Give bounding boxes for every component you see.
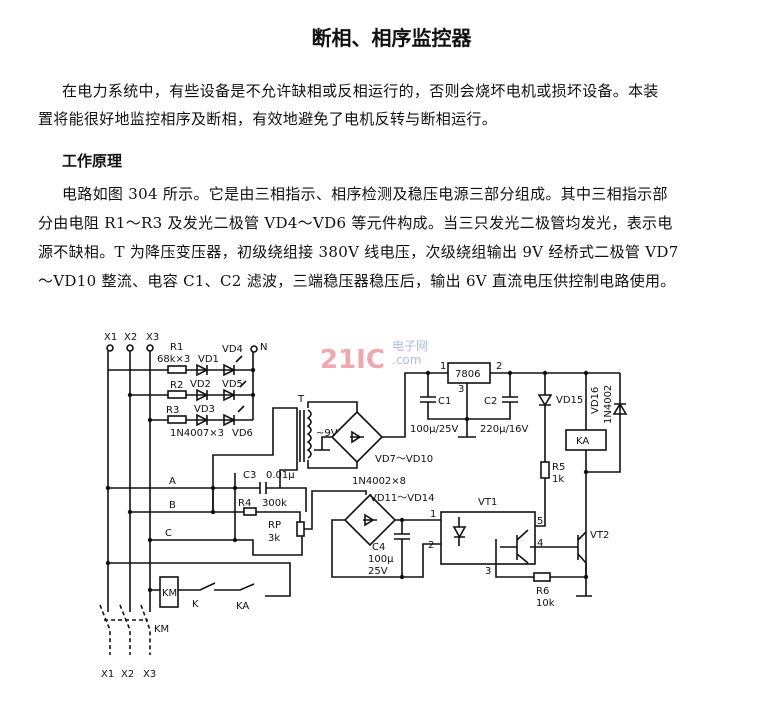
svg-text:25V: 25V: [368, 566, 388, 577]
svg-text:KM: KM: [154, 624, 169, 635]
svg-text:1N4007×3: 1N4007×3: [170, 428, 224, 439]
svg-text:3k: 3k: [268, 533, 280, 544]
svg-text:VD2: VD2: [190, 379, 211, 390]
svg-text:2: 2: [496, 361, 502, 372]
svg-text:300k: 300k: [262, 498, 287, 509]
svg-text:VD6: VD6: [232, 428, 253, 439]
svg-text:VD11～VD14: VD11～VD14: [370, 493, 435, 504]
junction-dots: [105, 367, 589, 593]
svg-text:A: A: [169, 476, 176, 487]
svg-text:3: 3: [485, 566, 491, 577]
svg-text:1k: 1k: [552, 474, 564, 485]
intro-line: 置将能很好地监控相序及断相，有效地避免了电机反转与断相运行。: [38, 110, 498, 128]
svg-text:4: 4: [537, 538, 543, 549]
svg-text:VD7～VD10: VD7～VD10: [375, 454, 433, 465]
svg-text:KM: KM: [162, 588, 177, 599]
svg-text:R4: R4: [238, 498, 251, 509]
svg-text:1N4002×8: 1N4002×8: [352, 476, 406, 487]
body-line: 分由电阻 R1～R3 及发光二极管 VD4～VD6 等元件构成。当三只发光二极管…: [38, 214, 673, 232]
svg-text:3: 3: [458, 384, 464, 395]
svg-text:C1: C1: [438, 396, 451, 407]
svg-text:KA: KA: [236, 601, 249, 612]
svg-text:VD4: VD4: [222, 344, 243, 355]
body-line: 源不缺相。T 为降压变压器，初级绕组接 380V 线电压，次级绕组输出 9V 经…: [38, 243, 679, 261]
svg-text:100μ: 100μ: [368, 554, 394, 565]
svg-text:KA: KA: [576, 436, 589, 447]
page-title: 断相、相序监控器: [311, 26, 472, 50]
svg-text:5: 5: [537, 516, 543, 527]
svg-text:K: K: [192, 599, 199, 610]
svg-text:X2: X2: [121, 669, 134, 680]
intro-line: 在电力系统中，有些设备是不允许缺相或反相运行的，否则会烧坏电机或损坏设备。本装: [62, 82, 659, 100]
svg-text:VD1: VD1: [198, 354, 219, 365]
svg-text:VT2: VT2: [590, 530, 609, 541]
svg-text:X3: X3: [146, 332, 159, 343]
svg-text:X3: X3: [143, 669, 156, 680]
svg-text:2: 2: [428, 540, 434, 551]
svg-text:R1: R1: [170, 342, 183, 353]
svg-text:VD3: VD3: [194, 404, 215, 415]
svg-text:R3: R3: [166, 405, 179, 416]
svg-text:X2: X2: [124, 332, 137, 343]
svg-text:100μ/25V: 100μ/25V: [410, 424, 459, 435]
svg-text:X1: X1: [101, 669, 114, 680]
svg-text:0.01μ: 0.01μ: [266, 470, 295, 481]
watermark: 21IC 电子网 .com: [320, 339, 428, 375]
svg-text:VD16: VD16: [590, 387, 601, 414]
svg-text:C3: C3: [243, 470, 256, 481]
svg-text:VT1: VT1: [478, 497, 497, 508]
svg-text:10k: 10k: [536, 598, 555, 609]
body-line: 电路如图 304 所示。它是由三相指示、相序检测及稳压电源三部分组成。其中三相指…: [62, 185, 668, 203]
svg-text:C: C: [165, 528, 172, 539]
svg-text:R6: R6: [536, 586, 549, 597]
svg-text:C2: C2: [484, 396, 497, 407]
svg-text:R5: R5: [552, 462, 565, 473]
svg-text:电子网: 电子网: [392, 339, 428, 353]
section-heading: 工作原理: [62, 152, 123, 170]
svg-text:T: T: [297, 394, 305, 405]
svg-text:1N4002: 1N4002: [603, 385, 614, 424]
svg-text:X1: X1: [104, 332, 117, 343]
svg-text:VD15: VD15: [556, 395, 583, 406]
svg-text:~9V: ~9V: [316, 428, 338, 439]
svg-text:1: 1: [430, 509, 436, 520]
svg-text:68k×3: 68k×3: [157, 354, 190, 365]
svg-text:1: 1: [440, 361, 446, 372]
svg-text:B: B: [169, 500, 176, 511]
svg-text:C4: C4: [372, 542, 385, 553]
svg-text:RP: RP: [268, 520, 281, 531]
svg-text:VD5: VD5: [222, 379, 243, 390]
svg-text:220μ/16V: 220μ/16V: [480, 424, 529, 435]
svg-text:R2: R2: [170, 380, 183, 391]
wires: [99, 344, 628, 655]
svg-text:.com: .com: [392, 353, 421, 367]
body-line: ～VD10 整流、电容 C1、C2 滤波，三端稳压器稳压后，输出 6V 直流电压…: [38, 272, 676, 290]
svg-text:7806: 7806: [455, 369, 480, 380]
svg-text:N: N: [260, 342, 267, 353]
svg-text:21IC: 21IC: [320, 345, 385, 375]
